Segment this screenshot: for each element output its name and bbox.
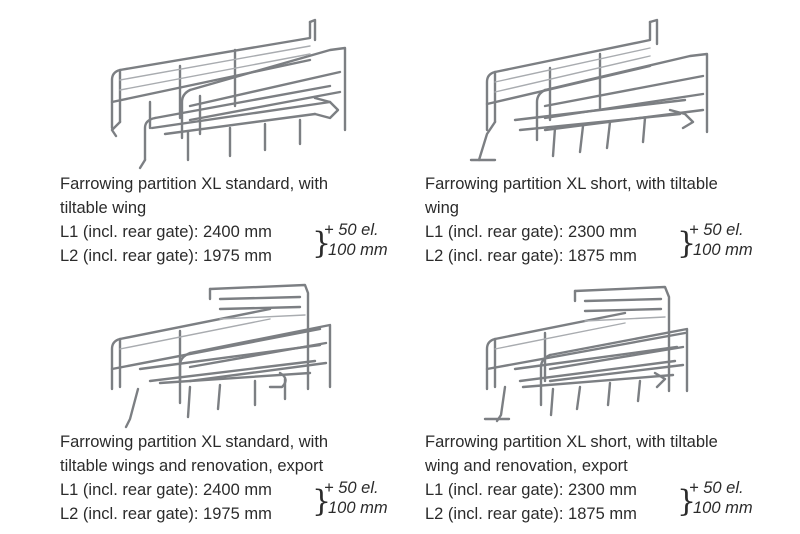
farrowing-partition-short-icon: [469, 18, 709, 162]
dimension-l1: L1 (incl. rear gate): 2400 mm: [60, 223, 272, 241]
dimension-l2: L2 (incl. rear gate): 1875 mm: [425, 247, 637, 265]
product-description: Farrowing partition XL standard, with ti…: [60, 430, 400, 526]
extension-note-line2: 100 mm: [693, 241, 753, 259]
dimension-l1: L1 (incl. rear gate): 2300 mm: [425, 481, 637, 499]
dimensions: L1 (incl. rear gate): 2400 mm L2 (incl. …: [60, 478, 400, 526]
brace-icon: }: [312, 484, 332, 519]
product-card: Farrowing partition XL short, with tilta…: [400, 267, 790, 534]
product-description: Farrowing partition XL short, with tilta…: [425, 172, 765, 268]
extension-note-line1: + 50 el.: [689, 221, 744, 239]
brace-icon: }: [677, 484, 697, 519]
farrowing-partition-standard-icon: [110, 18, 347, 170]
extension-note: + 50 el. 100 mm: [689, 478, 753, 518]
brace-icon: }: [677, 226, 697, 261]
dimension-l1: L1 (incl. rear gate): 2400 mm: [60, 481, 272, 499]
dimension-l2: L2 (incl. rear gate): 1975 mm: [60, 247, 272, 265]
product-title-line1: Farrowing partition XL standard, with: [60, 433, 329, 451]
product-description: Farrowing partition XL standard, with ti…: [60, 172, 400, 268]
extension-note: + 50 el. 100 mm: [689, 220, 753, 260]
farrowing-partition-standard-renovation-icon: [110, 283, 332, 429]
dimension-l2: L2 (incl. rear gate): 1875 mm: [425, 505, 637, 523]
brace-icon: }: [312, 226, 332, 261]
extension-note: + 50 el. 100 mm: [324, 478, 388, 518]
extension-note-line1: + 50 el.: [689, 479, 744, 497]
product-card: Farrowing partition XL standard, with ti…: [0, 0, 390, 267]
product-card: Farrowing partition XL standard, with ti…: [0, 267, 390, 534]
dimension-l2: L2 (incl. rear gate): 1975 mm: [60, 505, 272, 523]
dimensions: L1 (incl. rear gate): 2400 mm L2 (incl. …: [60, 220, 400, 268]
dimensions: L1 (incl. rear gate): 2300 mm L2 (incl. …: [425, 478, 765, 526]
farrowing-partition-short-renovation-icon: [483, 285, 689, 423]
product-title-line2: wing: [425, 199, 459, 217]
product-title-line1: Farrowing partition XL short, with tilta…: [425, 433, 718, 451]
product-title-line1: Farrowing partition XL standard, with: [60, 175, 329, 193]
dimension-l1: L1 (incl. rear gate): 2300 mm: [425, 223, 637, 241]
extension-note-line1: + 50 el.: [324, 221, 379, 239]
product-title-line2: wing and renovation, export: [425, 457, 628, 475]
product-title-line2: tiltable wings and renovation, export: [60, 457, 324, 475]
product-title-line1: Farrowing partition XL short, with tilta…: [425, 175, 718, 193]
extension-note: + 50 el. 100 mm: [324, 220, 388, 260]
extension-note-line2: 100 mm: [328, 241, 388, 259]
extension-note-line2: 100 mm: [693, 499, 753, 517]
extension-note-line1: + 50 el.: [324, 479, 379, 497]
extension-note-line2: 100 mm: [328, 499, 388, 517]
dimensions: L1 (incl. rear gate): 2300 mm L2 (incl. …: [425, 220, 765, 268]
product-title-line2: tiltable wing: [60, 199, 147, 217]
product-description: Farrowing partition XL short, with tilta…: [425, 430, 765, 526]
product-card: Farrowing partition XL short, with tilta…: [400, 0, 790, 267]
